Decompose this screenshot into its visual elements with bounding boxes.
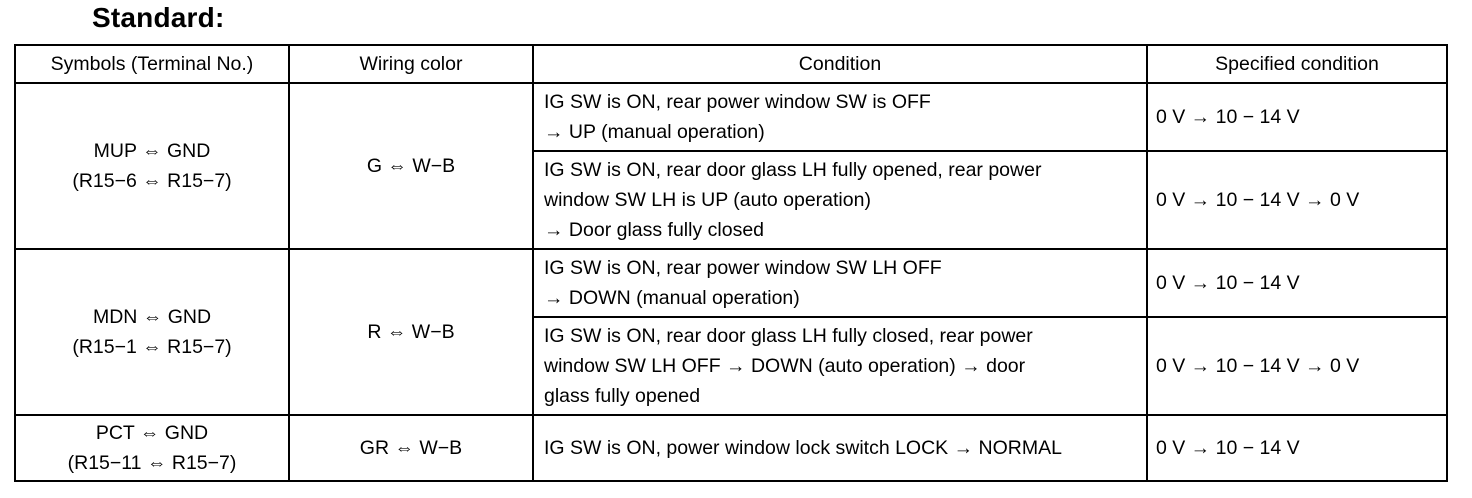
wiring-color-cell: G ⇔ W−B <box>288 82 534 250</box>
condition-line: IG SW is ON, rear power window SW LH OFF <box>544 257 942 279</box>
condition-line: window SW LH is UP (auto operation) <box>544 189 871 211</box>
terminal-label: (R15−1 ⇔ R15−7) <box>72 336 232 358</box>
condition-cell: IG SW is ON, rear door glass LH fully op… <box>532 150 1148 250</box>
table-row: MDN ⇔ GND (R15−1 ⇔ R15−7) R ⇔ W−B IG SW … <box>14 248 1448 416</box>
symbol-label: MUP ⇔ GND <box>93 140 211 162</box>
condition-line: → Door glass fully closed <box>544 219 765 241</box>
specified-condition-cell: 0 V → 10 − 14 V <box>1146 82 1448 152</box>
condition-line: glass fully opened <box>544 385 701 407</box>
specified-condition-cell: 0 V → 10 − 14 V <box>1146 414 1448 482</box>
header-condition: Condition <box>532 44 1148 84</box>
condition-line: → DOWN (manual operation) <box>544 287 800 309</box>
wiring-color-cell: R ⇔ W−B <box>288 248 534 416</box>
table-row: PCT ⇔ GND (R15−11 ⇔ R15−7) GR ⇔ W−B IG S… <box>14 414 1448 482</box>
terminal-label: (R15−11 ⇔ R15−7) <box>67 452 237 474</box>
table-row: IG SW is ON, rear door glass LH fully cl… <box>15 316 1448 416</box>
table-header-row: Symbols (Terminal No.) Wiring color Cond… <box>14 44 1448 84</box>
header-symbols: Symbols (Terminal No.) <box>14 44 290 84</box>
terminal-label: (R15−6 ⇔ R15−7) <box>72 170 232 192</box>
symbol-cell-mup: MUP ⇔ GND (R15−6 ⇔ R15−7) <box>14 82 290 250</box>
wiring-color-cell: GR ⇔ W−B <box>288 414 534 482</box>
specified-condition-cell: 0 V → 10 − 14 V <box>1146 248 1448 318</box>
symbol-label: MDN ⇔ GND <box>92 306 212 328</box>
condition-line: IG SW is ON, rear power window SW is OFF <box>544 91 931 113</box>
page-title: Standard: <box>92 2 225 33</box>
specified-condition-cell: 0 V → 10 − 14 V → 0 V <box>1146 150 1448 250</box>
condition-cell: IG SW is ON, rear power window SW LH OFF… <box>532 248 1148 318</box>
table-row: IG SW is ON, rear door glass LH fully op… <box>15 150 1448 250</box>
symbol-cell-pct: PCT ⇔ GND (R15−11 ⇔ R15−7) <box>14 414 290 482</box>
table-row: MUP ⇔ GND (R15−6 ⇔ R15−7) G ⇔ W−B IG SW … <box>14 82 1448 250</box>
condition-line: window SW LH OFF → DOWN (auto operation)… <box>544 355 1026 377</box>
condition-cell: IG SW is ON, power window lock switch LO… <box>532 414 1148 482</box>
condition-line: IG SW is ON, rear door glass LH fully op… <box>544 159 1042 181</box>
standard-table: Symbols (Terminal No.) Wiring color Cond… <box>14 44 1448 482</box>
condition-line: → UP (manual operation) <box>544 121 765 143</box>
header-wiring-color: Wiring color <box>288 44 534 84</box>
symbol-cell-mdn: MDN ⇔ GND (R15−1 ⇔ R15−7) <box>14 248 290 416</box>
header-specified-condition: Specified condition <box>1146 44 1448 84</box>
specified-condition-cell: 0 V → 10 − 14 V → 0 V <box>1146 316 1448 416</box>
condition-cell: IG SW is ON, rear power window SW is OFF… <box>532 82 1148 152</box>
condition-cell: IG SW is ON, rear door glass LH fully cl… <box>532 316 1148 416</box>
condition-line: IG SW is ON, power window lock switch LO… <box>544 437 1062 459</box>
condition-line: IG SW is ON, rear door glass LH fully cl… <box>544 325 1033 347</box>
symbol-label: PCT ⇔ GND <box>95 422 209 444</box>
